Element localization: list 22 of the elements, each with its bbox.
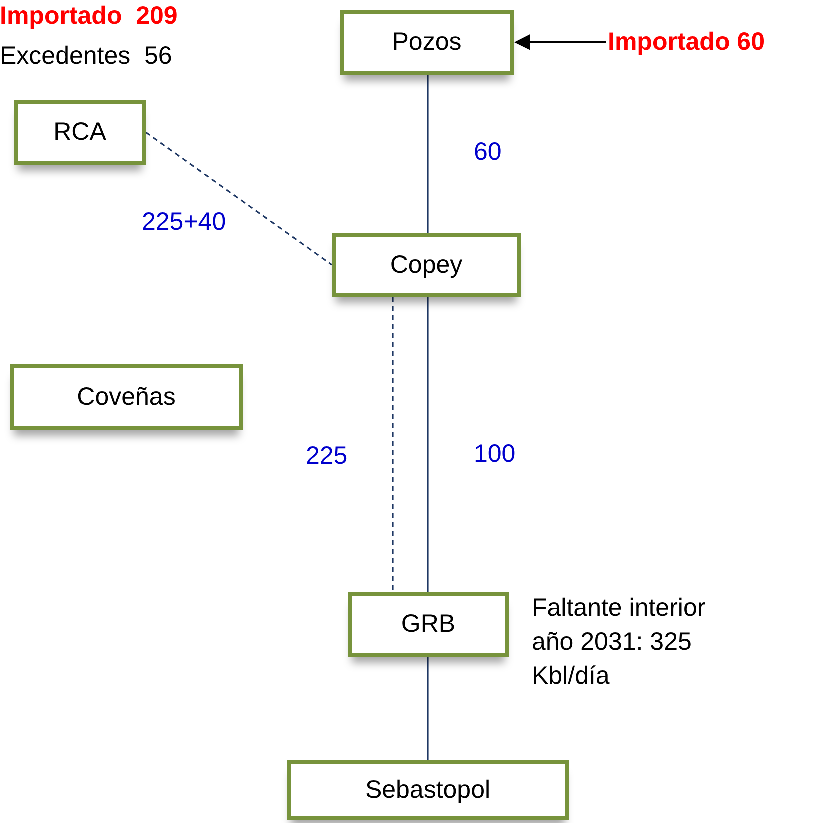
connector-line xyxy=(427,297,429,592)
station-box xyxy=(287,760,569,820)
station-box xyxy=(340,10,514,75)
volume-note: Excedentes 56 xyxy=(0,42,172,71)
station-name: Sebastopol xyxy=(365,776,491,804)
station-name: Copey xyxy=(390,250,463,280)
station-box xyxy=(14,100,146,165)
station-name: Pozos xyxy=(392,28,462,57)
import-note: Importado 60 xyxy=(608,24,823,60)
connector-line xyxy=(146,132,332,266)
station-box xyxy=(10,364,243,430)
connector-line xyxy=(392,297,394,592)
station-box xyxy=(332,233,521,297)
station-name: GRB xyxy=(401,610,456,639)
station-name: RCA xyxy=(54,118,106,147)
shortfall-note: Faltante interior año 2031: 325 Kbl/día xyxy=(532,593,707,692)
connector-line xyxy=(427,657,429,760)
connector-line xyxy=(427,75,429,233)
volume-note: Importado 209 xyxy=(0,2,178,31)
arrow xyxy=(514,34,606,50)
station-box xyxy=(348,592,509,657)
station-name: Coveñas xyxy=(77,382,176,412)
